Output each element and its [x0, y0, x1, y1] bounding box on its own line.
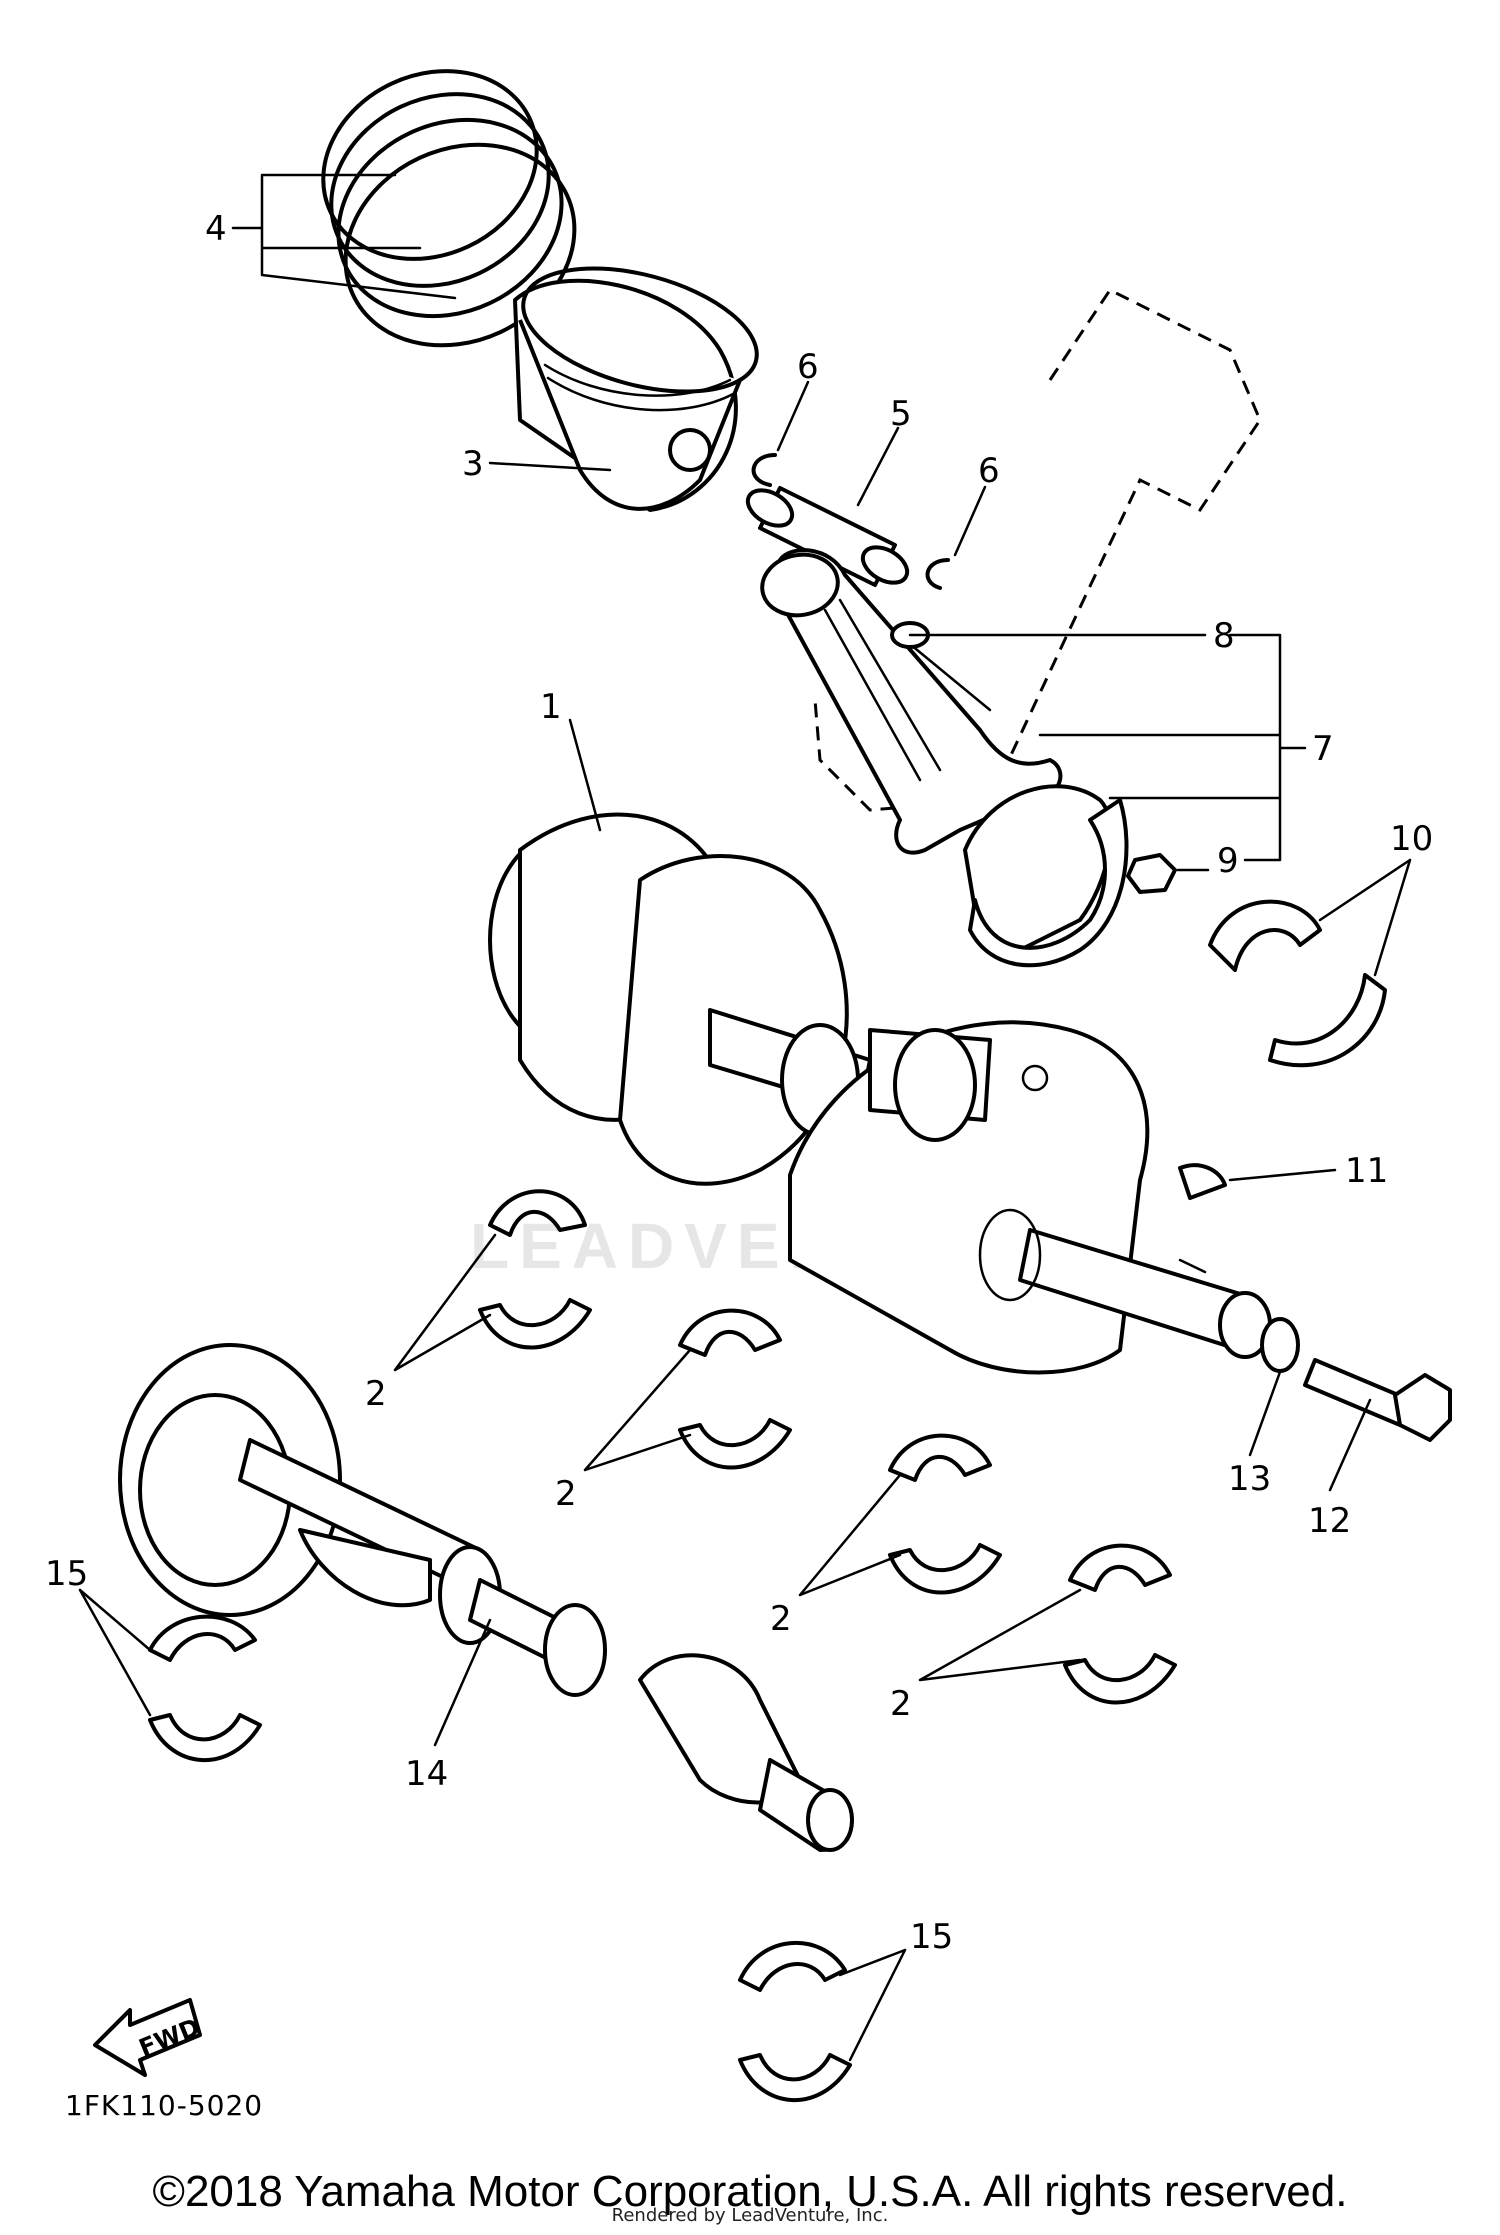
rendered-by-notice: Rendered by LeadVenture, Inc.	[611, 2205, 889, 2226]
bolt	[1303, 1358, 1452, 1442]
balancer-shaft	[118, 1343, 854, 1852]
callout-13: 13	[1228, 1459, 1271, 1499]
callout-15: 15	[910, 1917, 953, 1957]
fwd-arrow: FWD	[93, 1998, 204, 2077]
callout-15: 15	[45, 1554, 88, 1594]
woodruff-key	[1178, 1163, 1227, 1200]
main-bearings-3	[888, 1433, 1002, 1595]
callout-6: 6	[978, 451, 1000, 491]
leader-lines	[78, 173, 1412, 2062]
callout-2: 2	[770, 1599, 792, 1639]
piston-pin	[745, 486, 910, 587]
piston	[513, 266, 759, 512]
nut	[1126, 853, 1177, 894]
callout-12: 12	[1308, 1501, 1351, 1541]
crankshaft	[488, 812, 1272, 1375]
callout-1: 1	[540, 687, 562, 727]
washer	[1260, 1317, 1300, 1373]
callout-8: 8	[1213, 616, 1235, 656]
callout-9: 9	[1217, 841, 1239, 881]
connecting-rod	[760, 548, 1113, 952]
clip-left	[751, 453, 777, 487]
clip-right	[925, 558, 950, 590]
callout-14: 14	[405, 1754, 448, 1794]
main-bearings-4	[1063, 1543, 1177, 1705]
callout-5: 5	[890, 394, 912, 434]
callout-7: 7	[1312, 729, 1334, 769]
balancer-bearings-upper	[148, 1614, 262, 1762]
callout-2: 2	[890, 1684, 912, 1724]
diagram-code: 1FK110-5020	[65, 2089, 263, 2122]
callouts: 1 2 2 2 2 3 4 5 6 6 7 8 9 10 11 12 13 14…	[45, 209, 1433, 1957]
main-bearings-2	[678, 1308, 792, 1470]
callout-11: 11	[1345, 1151, 1388, 1191]
callout-2: 2	[555, 1474, 577, 1514]
callout-10: 10	[1390, 819, 1433, 859]
copyright-notice: ©2018 Yamaha Motor Corporation, U.S.A. A…	[152, 2167, 1348, 2216]
main-bearings-1	[478, 1189, 592, 1350]
crankcase-outline	[813, 288, 1262, 812]
callout-6: 6	[797, 347, 819, 387]
piston-rings	[321, 69, 577, 348]
callout-4: 4	[205, 209, 227, 249]
callout-2: 2	[365, 1374, 387, 1414]
big-end-cap	[968, 798, 1129, 968]
balancer-bearings-lower	[738, 1940, 852, 2102]
conrod-bearings	[1208, 899, 1387, 1068]
callout-3: 3	[462, 444, 484, 484]
